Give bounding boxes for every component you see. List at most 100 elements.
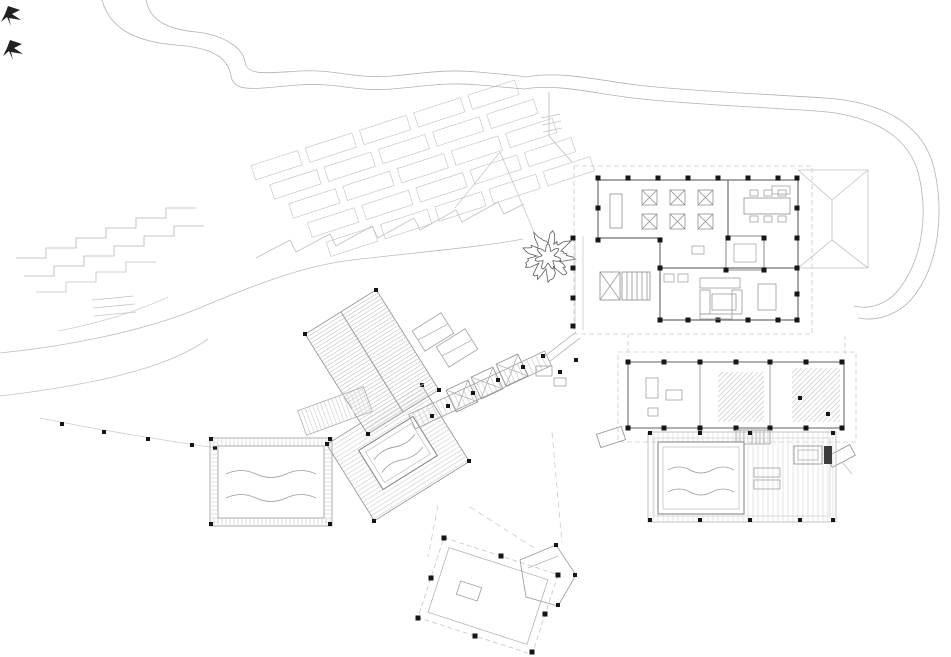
- main-building-walls: [597, 179, 799, 321]
- porch-edge-lines: [574, 236, 584, 330]
- fence-line: [39, 417, 217, 449]
- pavilion-1-x: [445, 379, 479, 413]
- walkway-connector: [544, 331, 581, 363]
- walkway-outline: [408, 350, 552, 430]
- small-deck-strip: [301, 387, 371, 434]
- lounge-furniture: [699, 277, 777, 320]
- lower-pavilion-furniture: [455, 580, 483, 602]
- guest-furniture: [645, 377, 683, 417]
- terrace-stairs-3: [36, 261, 156, 293]
- tree-symbol-small-2: [3, 40, 23, 60]
- hill-steps: [91, 295, 137, 317]
- dark-equipment-box: [824, 446, 832, 464]
- guest-wing-columns: [625, 359, 845, 431]
- left-pool-basin: [217, 445, 325, 519]
- hip-roof-plan: [797, 169, 869, 269]
- 2: [373, 434, 415, 461]
- tent-roof-1: [411, 312, 455, 352]
- pavilion-2: [470, 366, 504, 400]
- left-pool-deck-top: [213, 438, 331, 446]
- contour-line-3: [57, 296, 169, 332]
- small-structure-leader: [841, 461, 853, 475]
- lower-pavilion-dashed: [417, 537, 559, 655]
- 2: [381, 446, 423, 473]
- 3: [225, 494, 317, 502]
- terrace-stairs-2: [24, 225, 204, 277]
- dining-tables: [641, 189, 714, 230]
- contour-line-2: [0, 338, 209, 397]
- left-pool-deck-bottom: [213, 518, 331, 526]
- loop-road-outer: [525, 74, 940, 320]
- pavilion-1: [445, 379, 479, 413]
- angled-pool-basin: [357, 415, 439, 491]
- loop-road-inner: [523, 86, 924, 308]
- main-building-dashed-outline: [573, 165, 813, 335]
- walkway-planks: [412, 352, 548, 428]
- lower-bay-posts: [554, 543, 577, 607]
- hot-tub-inner: [797, 449, 819, 461]
- 3: [225, 470, 317, 478]
- tree-canopy: [522, 230, 577, 284]
- main-roof-ridge: [340, 311, 404, 413]
- guest-terrace-hatch-1: [718, 372, 764, 422]
- fence-posts: [60, 422, 217, 450]
- guest-terrace-hatch-2: [792, 368, 840, 422]
- contour-line-main: [0, 238, 524, 354]
- lower-pavilion-walls: [427, 547, 549, 645]
- left-pool-deck-right: [324, 441, 332, 523]
- angled-pool-inner: [365, 422, 431, 484]
- guest-wing-dashed-outline: [617, 351, 857, 443]
- service-fixtures: [663, 185, 791, 283]
- 3: [667, 466, 735, 474]
- wing-connector-dashed: [627, 334, 846, 356]
- main-building-columns: [570, 175, 800, 329]
- tent-roof-2: [435, 328, 479, 368]
- stair-treads: [626, 272, 648, 300]
- right-pool: [657, 441, 745, 515]
- pavilion-2-x: [470, 366, 504, 400]
- tree-symbol-small-1: [1, 6, 21, 26]
- tent-roof-1-fold: [417, 323, 449, 341]
- tent-roof-2-fold: [441, 339, 473, 357]
- courtyard-outer: [725, 235, 765, 271]
- stair-outline: [621, 271, 651, 301]
- terraced-planting-strips: [250, 79, 595, 257]
- small-deck-strip-outline: [297, 386, 373, 436]
- entry-steps: [540, 113, 563, 133]
- main-roof-posts: [303, 288, 441, 436]
- 3: [667, 488, 735, 496]
- right-deck-posts: [648, 431, 835, 522]
- guest-wing-partitions: [699, 362, 771, 428]
- projection-dashed-lines: [427, 431, 563, 558]
- hot-tub: [793, 445, 823, 465]
- right-pool-inner: [662, 446, 740, 510]
- entry-walk: [548, 92, 573, 163]
- long-dining-table: [743, 197, 791, 215]
- right-deck-outline: [647, 431, 837, 523]
- elevator-shaft: [599, 271, 621, 301]
- dining-chairs: [749, 189, 787, 223]
- lounge-chairs: [753, 467, 781, 490]
- terrace-wedge-lines: [454, 151, 535, 233]
- pavilion-3: [495, 353, 529, 387]
- elevator-x: [599, 271, 621, 301]
- courtyard-inner: [733, 243, 757, 263]
- terrace-sawtooth-edge: [255, 201, 525, 259]
- road-upper-edge: [101, 0, 525, 90]
- small-spa-left: [595, 425, 627, 449]
- lower-bay-inner: [527, 555, 559, 569]
- left-pool-deck-outline: [209, 437, 333, 527]
- left-pool-posts: [209, 437, 332, 526]
- terrace-stairs-1: [16, 207, 196, 259]
- walkway-end-furniture: [535, 365, 567, 387]
- right-deck-inner-border: [653, 437, 831, 517]
- left-pool-deck-left: [210, 441, 218, 523]
- lower-bay-outline: [519, 544, 577, 607]
- walkway-columns: [430, 354, 578, 418]
- road-lower-edge: [145, 0, 527, 78]
- pavilion-3-x: [495, 353, 529, 387]
- guest-dark-fixtures: [798, 396, 830, 416]
- buffet-counter: [609, 193, 623, 229]
